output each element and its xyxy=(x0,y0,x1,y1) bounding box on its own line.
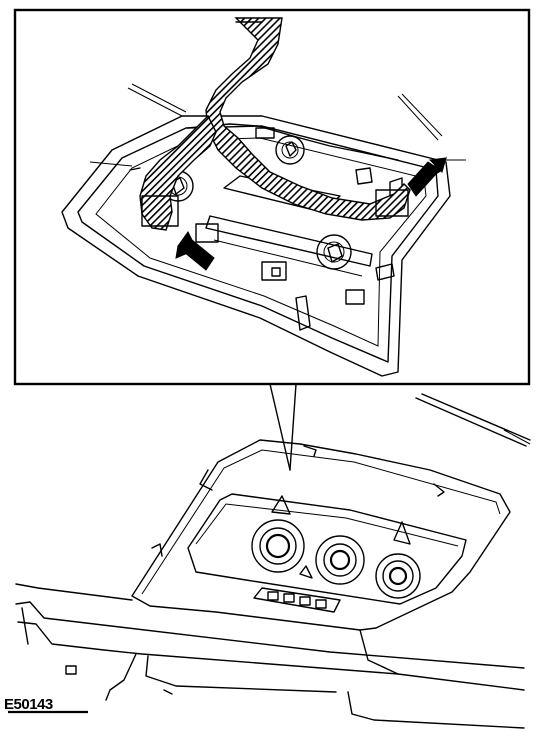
inset-pointer-line xyxy=(269,383,291,471)
wiring-harness xyxy=(205,17,411,221)
leader-line-top-right xyxy=(397,95,439,141)
inset-frame xyxy=(13,8,531,386)
switch-strip xyxy=(253,587,341,613)
console-body xyxy=(131,439,511,631)
upper-rail xyxy=(187,123,399,161)
connector-left xyxy=(141,195,179,227)
reading-lamp-left xyxy=(251,519,305,573)
pointer-cone-right xyxy=(393,521,411,545)
lamp-tray xyxy=(187,493,467,605)
pointer-cone-left xyxy=(271,495,291,515)
console-housing-inner xyxy=(77,125,439,363)
roof-console-view xyxy=(8,393,531,729)
console-housing-outer xyxy=(61,115,451,377)
small-clip xyxy=(65,665,77,675)
leader-line-left xyxy=(89,161,133,167)
clip-tab xyxy=(255,127,275,139)
leader-line-top-left xyxy=(127,87,183,117)
detail-inset xyxy=(13,8,531,386)
mount-boss-right xyxy=(316,234,352,270)
socket-lower-right xyxy=(345,289,365,305)
socket-lower-left xyxy=(195,223,219,243)
headliner-edge xyxy=(15,583,133,601)
figure-id-label: E50143 xyxy=(4,696,53,713)
wiring-branch-left xyxy=(139,114,217,231)
socket-lower-middle xyxy=(261,261,287,281)
mount-boss-top xyxy=(275,135,305,165)
reading-lamp-right xyxy=(375,553,421,599)
center-rib xyxy=(223,175,341,213)
roof-edge-right xyxy=(415,397,527,447)
reading-lamp-middle xyxy=(315,535,365,585)
connector-right xyxy=(375,189,409,217)
lower-panel xyxy=(359,629,399,675)
